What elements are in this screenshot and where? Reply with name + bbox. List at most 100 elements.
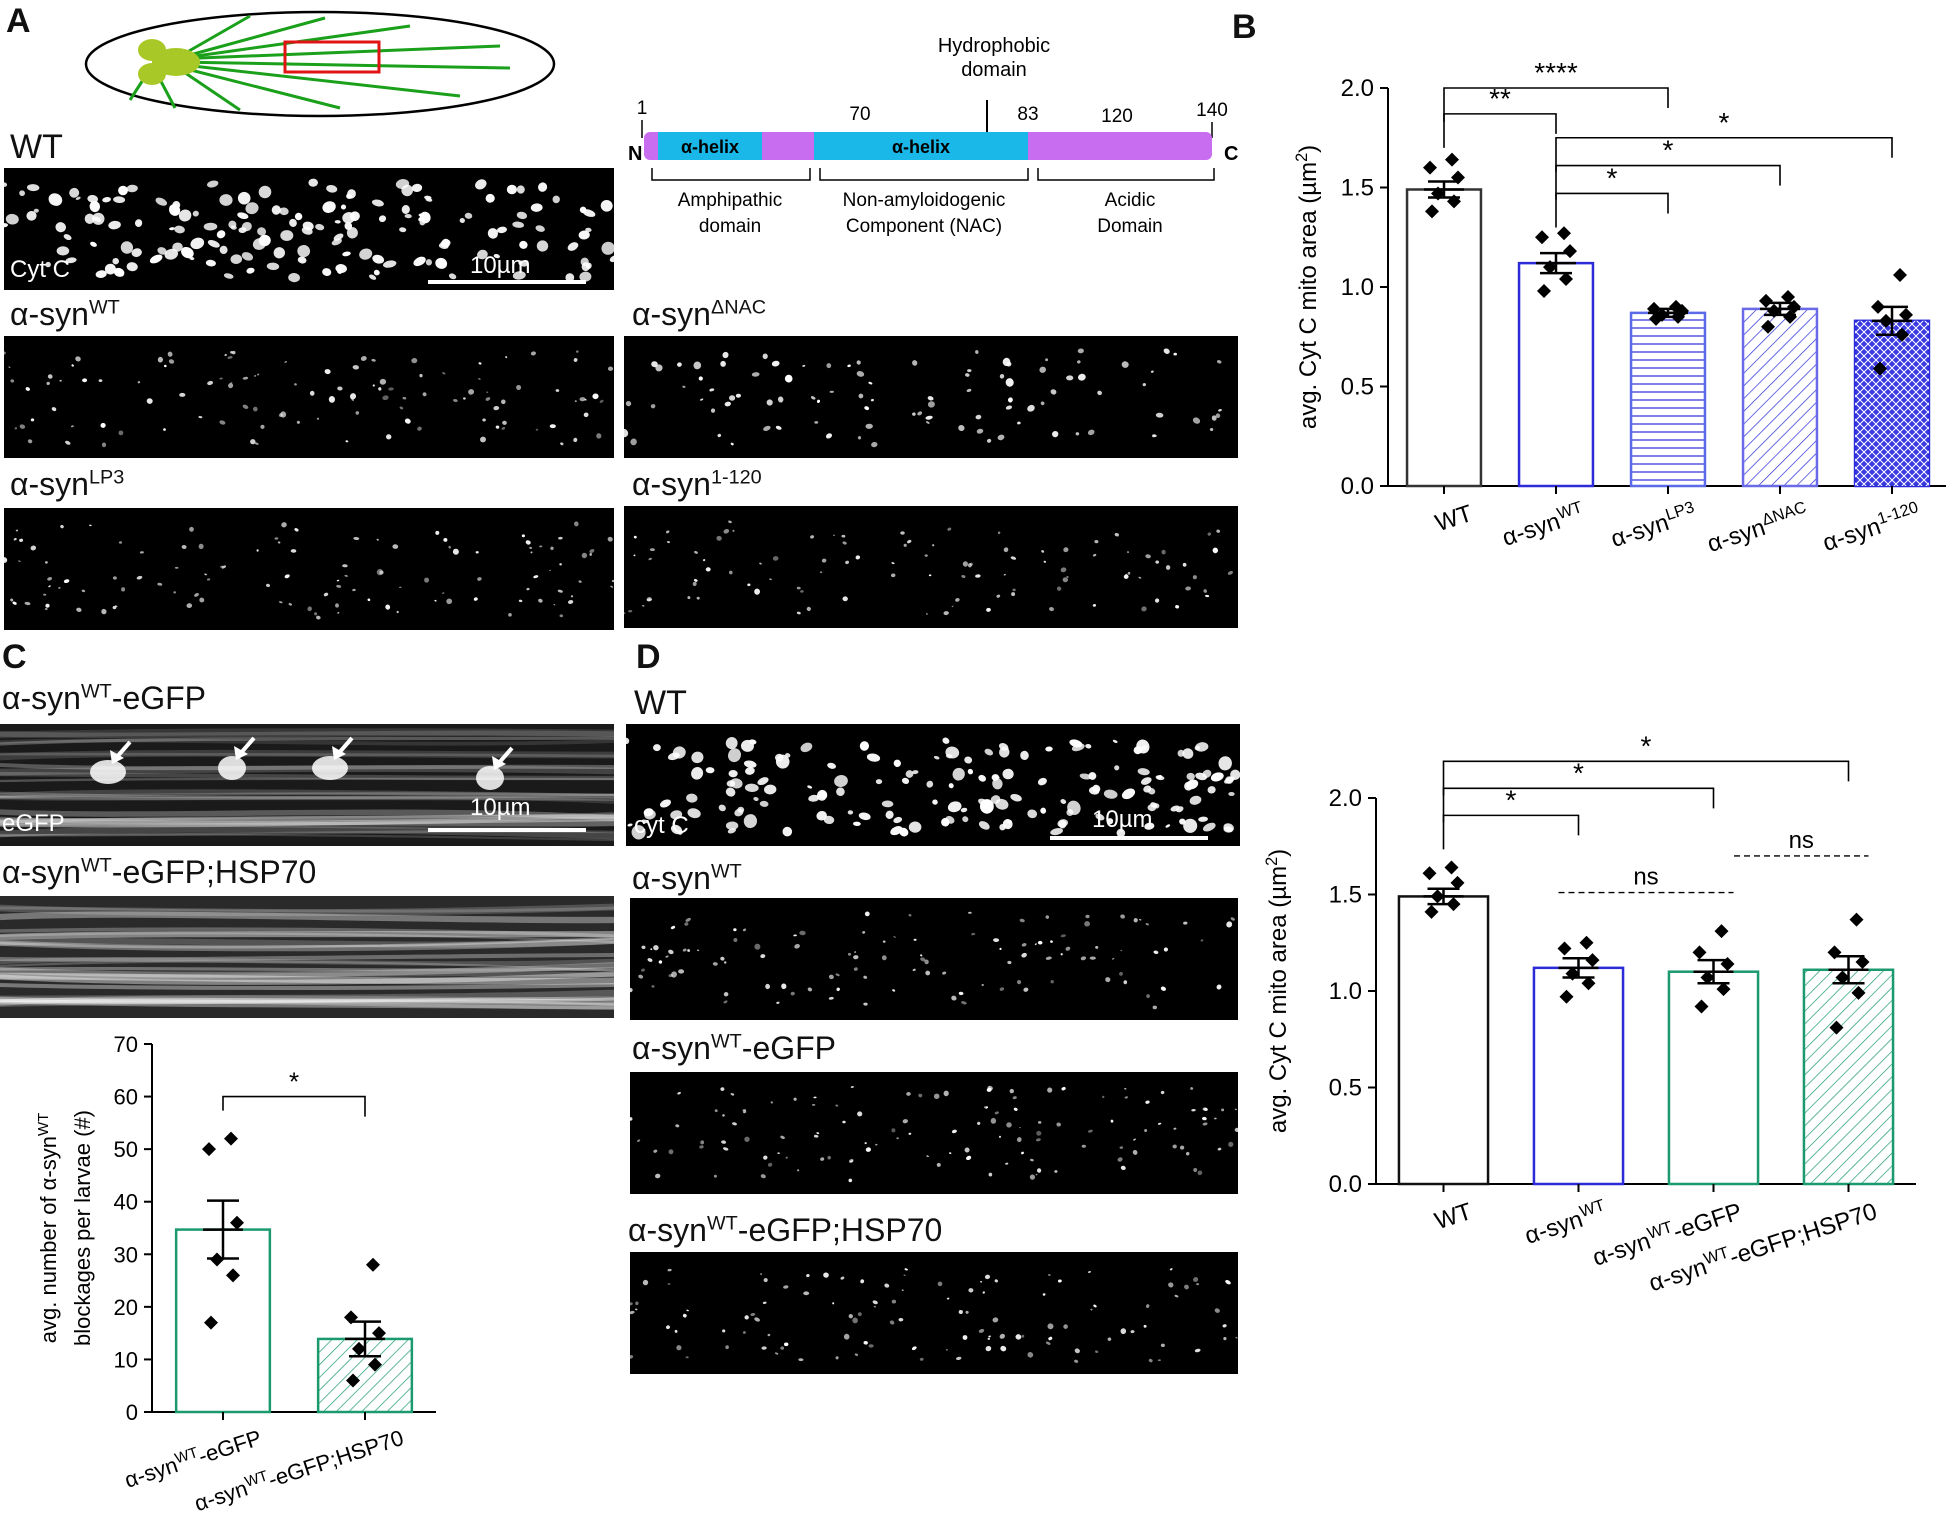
data-point xyxy=(1422,866,1437,881)
data-point xyxy=(1559,272,1573,287)
y-tick-label: 30 xyxy=(114,1242,138,1267)
x-category-label: α-synWT xyxy=(1498,498,1587,552)
y-tick-label: 2.0 xyxy=(1341,75,1374,102)
data-point xyxy=(1424,904,1439,919)
significance-label: * xyxy=(289,1067,299,1097)
pos-140: 140 xyxy=(1196,100,1228,121)
significance-bracket xyxy=(1555,164,1781,200)
data-point xyxy=(1655,307,1669,322)
data-point xyxy=(344,1310,358,1325)
data-point xyxy=(1871,299,1885,314)
significance-label: **** xyxy=(1534,60,1578,88)
panel-label-c: C xyxy=(2,638,27,676)
y-tick-label: 0.0 xyxy=(1341,473,1374,500)
scale-bar-d xyxy=(1050,836,1208,840)
data-point xyxy=(1559,989,1574,1004)
y-tick-label: 0 xyxy=(126,1400,138,1425)
image-asyn-wt-egfp-c: eGFP 10µm xyxy=(0,724,614,846)
data-point xyxy=(1450,875,1465,890)
scale-bar-c xyxy=(428,828,586,832)
bar xyxy=(1667,970,1760,1186)
y-tick-label: 1.5 xyxy=(1329,882,1362,909)
significance-label: * xyxy=(1607,162,1618,193)
data-point xyxy=(226,1268,240,1283)
image-asyn-lp3 xyxy=(4,508,614,630)
hydrophobic-label-2: domain xyxy=(961,59,1027,81)
label-asyn-wt-egfp-hsp70-d: α-synWT-eGFP;HSP70 xyxy=(628,1212,943,1248)
image-asyn-wt-egfp-hsp70-d xyxy=(630,1252,1238,1374)
y-tick-label: 0.0 xyxy=(1329,1171,1362,1198)
data-point xyxy=(1851,985,1866,1000)
data-point xyxy=(1669,299,1683,314)
y-tick-label: 60 xyxy=(114,1085,138,1110)
data-point xyxy=(1879,313,1893,328)
pos-83: 83 xyxy=(1017,104,1038,125)
blockage-blob xyxy=(90,760,126,784)
panel-a-wt-label: WT xyxy=(10,128,63,166)
significance-label: * xyxy=(1719,107,1730,138)
bar xyxy=(1517,261,1595,488)
label-asyn-dnac: α-synΔNAC xyxy=(632,296,767,332)
data-point xyxy=(1829,1020,1844,1035)
cytc-label-d: cyt C xyxy=(634,812,689,839)
arrowhead-icon xyxy=(332,746,346,760)
blockage-blob xyxy=(476,766,504,790)
significance-label: * xyxy=(1663,135,1674,166)
data-point xyxy=(1447,194,1461,209)
scale-bar-label-d: 10µm xyxy=(1092,806,1153,833)
larva-schematic xyxy=(84,10,556,118)
blockage-blob xyxy=(218,756,246,780)
significance-bracket xyxy=(1555,192,1669,228)
helix-1 xyxy=(658,132,762,160)
y-tick-label: 1.0 xyxy=(1341,274,1374,301)
x-category-label: α-synΔNAC xyxy=(1703,498,1812,558)
hydrophobic-label-1: Hydrophobic xyxy=(938,35,1050,57)
data-point xyxy=(372,1326,386,1341)
panel-d-wt-image: cyt C 10µm xyxy=(626,724,1240,846)
data-point xyxy=(1873,361,1887,376)
speckles xyxy=(630,1085,1238,1183)
data-point xyxy=(1895,327,1909,342)
bar xyxy=(1741,307,1819,488)
significance-bracket xyxy=(1555,136,1893,172)
data-point xyxy=(224,1131,238,1146)
amphipathic-label-1: Amphipathic xyxy=(678,190,783,211)
y-axis-label-line1: avg. number of α-synWT xyxy=(35,1113,62,1343)
acidic-label-1: Acidic xyxy=(1105,190,1156,211)
x-category-label: α-synWT-eGFP;HSP70 xyxy=(1645,1196,1880,1297)
data-point xyxy=(230,1215,244,1230)
x-category-label: α-syn1-120 xyxy=(1819,498,1924,557)
x-category-label: WT xyxy=(1432,500,1476,537)
significance-label: ** xyxy=(1489,83,1511,114)
data-point xyxy=(1431,186,1445,201)
panel-label-b: B xyxy=(1232,8,1257,46)
y-tick-label: 0.5 xyxy=(1329,1075,1362,1102)
bar-pattern xyxy=(1855,320,1929,486)
data-point xyxy=(1761,319,1775,334)
y-tick-label: 1.5 xyxy=(1341,175,1374,202)
speckles xyxy=(4,521,614,620)
data-point xyxy=(1720,956,1735,971)
significance-bracket xyxy=(1442,760,1850,796)
data-point xyxy=(1563,244,1577,259)
arrowhead-icon xyxy=(110,750,124,764)
y-tick-label: 10 xyxy=(114,1347,138,1372)
significance-bracket xyxy=(1443,87,1669,122)
data-point xyxy=(1767,303,1781,318)
y-tick-label: 1.0 xyxy=(1329,978,1362,1005)
data-point xyxy=(368,1357,382,1372)
data-point xyxy=(1835,970,1850,985)
significance-label: * xyxy=(1506,784,1517,815)
x-category-label: α-synLP3 xyxy=(1607,498,1700,553)
scale-bar-label-c: 10µm xyxy=(470,794,531,821)
scale-bar-a xyxy=(428,280,586,284)
arrowhead-icon xyxy=(492,756,506,770)
data-point xyxy=(1430,889,1445,904)
ns-label: ns xyxy=(1633,864,1658,891)
fibers xyxy=(0,903,614,1010)
data-point xyxy=(1557,226,1571,241)
panel-a-wt-image: Cyt C 10µm xyxy=(4,168,614,290)
